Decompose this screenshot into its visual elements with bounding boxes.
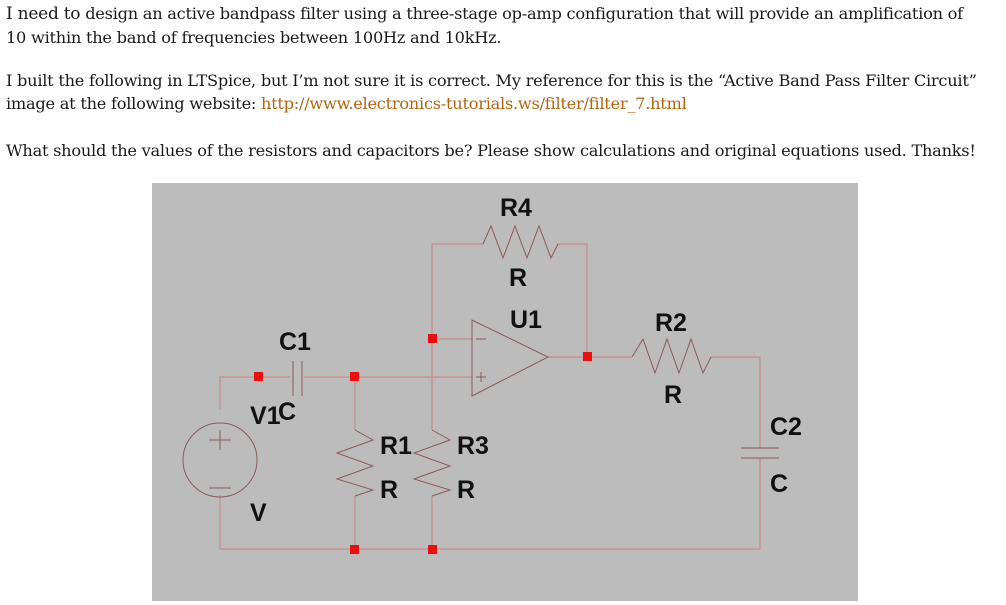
ltspice-schematic: R4 R U1 R2 R C1 V1 C V R1 R R3 R C2 C: [152, 183, 858, 601]
node-ground-r3[interactable]: [428, 545, 437, 554]
reference-link[interactable]: http://www.electronics-tutorials.ws/filt…: [261, 94, 687, 113]
v1-name-label: V1: [250, 402, 281, 430]
question-paragraph-2: I built the following in LTSpice, but I’…: [6, 69, 977, 115]
resistor-r4-symbol[interactable]: [482, 224, 559, 260]
r4-name-label: R4: [500, 194, 532, 222]
wire-source-top: [219, 376, 290, 410]
nodes: [254, 334, 592, 554]
r2-name-label: R2: [655, 309, 687, 337]
schematic-canvas: R4 R U1 R2 R C1 V1 C V R1 R R3 R C2 C: [182, 194, 802, 554]
c1-value-label: C: [278, 398, 296, 426]
question-line-2: 10 within the band of frequencies betwee…: [6, 28, 502, 47]
capacitor-c2-symbol[interactable]: [741, 447, 779, 459]
question-lead: I need to: [6, 4, 81, 24]
opamp-u1-symbol[interactable]: [471, 319, 550, 397]
r1-name-label: R1: [380, 432, 412, 460]
question-paragraph-3: What should the values of the resistors …: [6, 141, 976, 160]
r4-value-label: R: [509, 264, 527, 292]
reference-line-1: I built the following in LTSpice, but I’…: [6, 71, 977, 90]
node-ground-r1[interactable]: [350, 545, 359, 554]
r2-value-label: R: [664, 381, 682, 409]
r3-value-label: R: [457, 476, 475, 504]
question-paragraph-1: I need to design an active bandpass filt…: [6, 2, 963, 49]
node-output[interactable]: [583, 352, 592, 361]
node-minus-input[interactable]: [428, 334, 437, 343]
resistor-r3-symbol[interactable]: [412, 429, 452, 497]
wire-r2-to-c2: [711, 356, 761, 448]
question-line-1: design an active bandpass filter using a…: [80, 4, 963, 23]
reference-line-2: image at the following website:: [6, 94, 261, 113]
resistor-r1-symbol[interactable]: [335, 429, 375, 497]
wire-feedback-right: [558, 243, 588, 357]
resistor-r2-symbol[interactable]: [631, 337, 712, 375]
c1-name-label: C1: [279, 328, 311, 356]
c2-name-label: C2: [770, 413, 802, 441]
node-source[interactable]: [254, 372, 263, 381]
u1-name-label: U1: [510, 306, 542, 334]
c2-value-label: C: [770, 470, 788, 498]
wire-feedback-left: [431, 243, 483, 430]
voltage-source-v1-symbol[interactable]: [182, 422, 258, 498]
node-plus-input[interactable]: [350, 372, 359, 381]
wire-ground-return: [219, 495, 760, 550]
r3-name-label: R3: [457, 432, 489, 460]
capacitor-c1-symbol[interactable]: [292, 361, 303, 396]
r1-value-label: R: [380, 476, 398, 504]
wires: [219, 243, 761, 550]
v1-value-label: V: [250, 499, 267, 527]
